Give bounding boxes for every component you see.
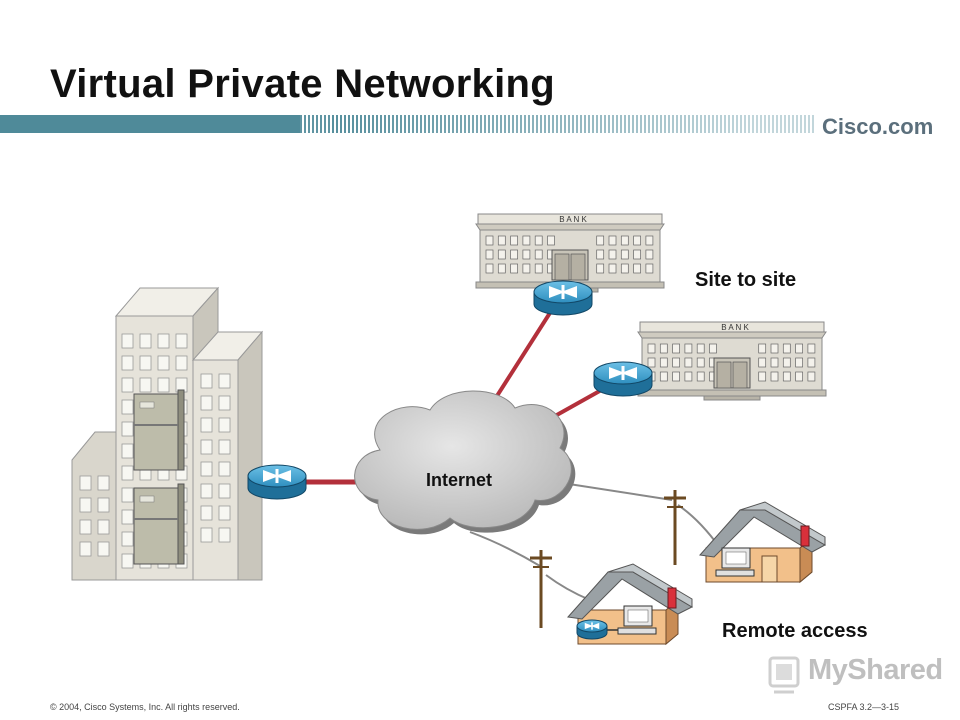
bank-building-icon: [637, 321, 827, 401]
utility-pole-icon: [530, 550, 552, 628]
headquarters-building-icon: [71, 286, 264, 581]
title-banner: [0, 115, 814, 133]
watermark-logo-icon: [768, 656, 800, 694]
router-icon: [247, 464, 307, 500]
home-office-house-icon: [699, 501, 827, 584]
site-to-site-label: Site to site: [695, 269, 797, 291]
page-title: Virtual Private Networking: [50, 62, 555, 106]
internet-cloud-icon: [354, 390, 576, 535]
router-icon: [533, 280, 593, 316]
slide-code-footer: CSPFA 3.2—3-15: [828, 702, 900, 712]
bank-building-icon: [475, 213, 665, 293]
bank-sign-text: B A N K: [559, 215, 587, 224]
watermark-text: MyShared: [808, 654, 943, 686]
copyright-footer: © 2004, Cisco Systems, Inc. All rights r…: [50, 702, 240, 712]
router-icon: [593, 361, 653, 397]
utility-pole-icon: [664, 490, 686, 565]
cisco-brand-logo: Cisco.com: [822, 114, 934, 139]
remote-access-label: Remote access: [722, 620, 868, 642]
router-icon: [576, 619, 608, 640]
bank-sign-text: B A N K: [721, 323, 749, 332]
internet-label: Internet: [426, 470, 492, 490]
